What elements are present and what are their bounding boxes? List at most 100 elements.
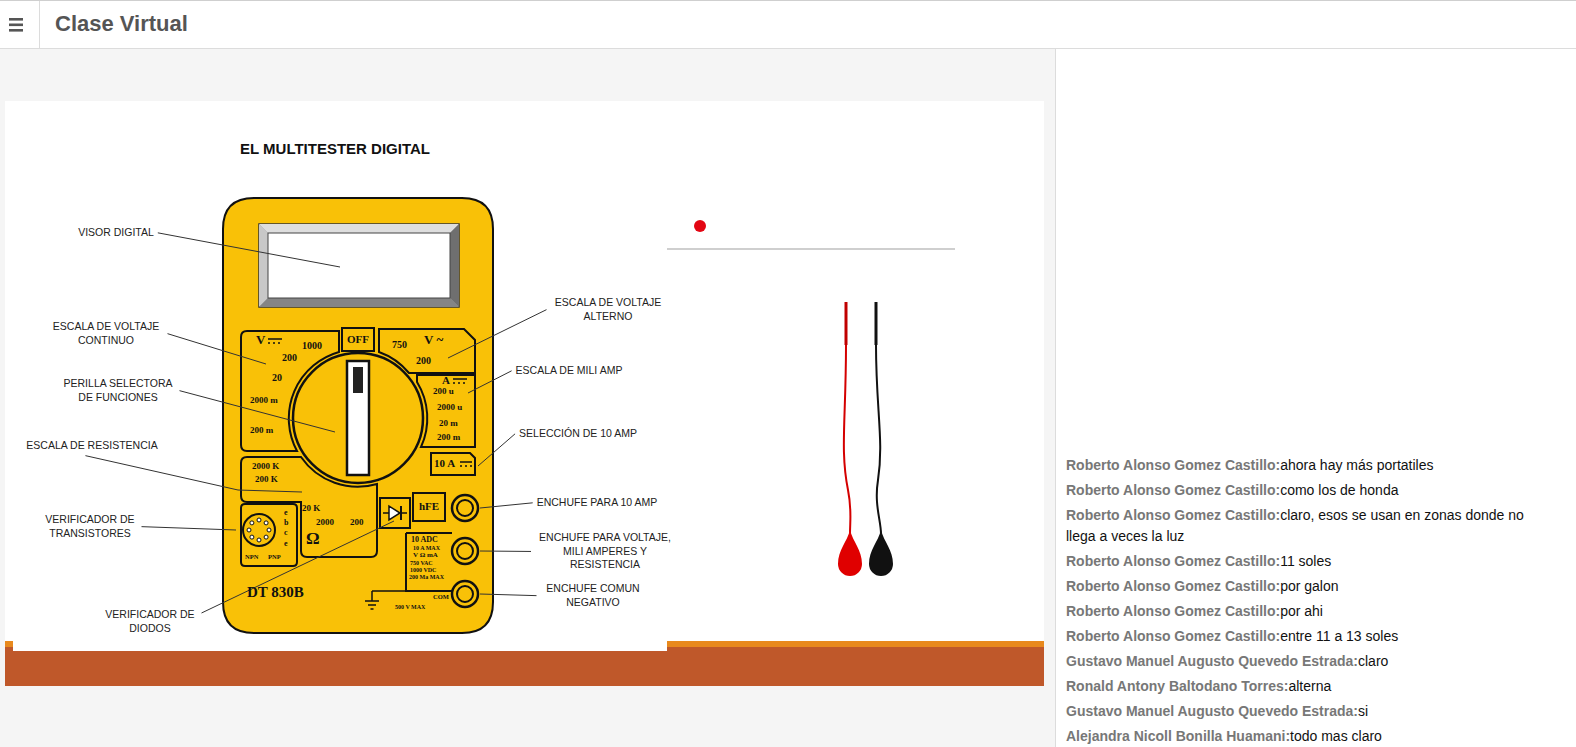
chat-message: Ronald Antony Baltodano Torres:alterna [1066, 676, 1556, 697]
jack-hole [457, 543, 473, 559]
socket-hole [267, 528, 271, 532]
scale-text: e [284, 509, 288, 517]
outline-path [417, 375, 475, 447]
scale-text: 2000 m [250, 396, 278, 405]
outline-path [342, 328, 374, 351]
slide-band [5, 647, 1044, 686]
node-decoration [268, 339, 282, 343]
leader-line [202, 521, 395, 613]
dc-symbol [268, 339, 282, 343]
leader-line [468, 371, 512, 393]
diode-symbol [389, 506, 400, 520]
chat-message: Gustavo Manuel Augusto Quevedo Estrada:s… [1066, 701, 1556, 722]
socket-hole [247, 528, 251, 532]
chat-message: Gustavo Manuel Augusto Quevedo Estrada:c… [1066, 651, 1556, 672]
dc-symbol [453, 379, 467, 383]
chat-author: Roberto Alonso Gomez Castillo: [1066, 482, 1280, 498]
callout-label: ENCHUFE PARA 10 AMP [537, 496, 658, 510]
scale-text: 750 [392, 340, 407, 350]
chat-message: Roberto Alonso Gomez Castillo:entre 11 a… [1066, 626, 1556, 647]
callout-label: PERILLA SELECTORA DE FUNCIONES [61, 377, 176, 404]
chat-author: Roberto Alonso Gomez Castillo: [1066, 603, 1280, 619]
leader-line [168, 334, 267, 364]
jack-vma [452, 538, 478, 564]
callout-label: VERIFICADOR DE TRANSISTORES [43, 513, 138, 540]
menu-bar [9, 18, 23, 21]
chat-message: Roberto Alonso Gomez Castillo:11 soles [1066, 551, 1556, 572]
callout-label: ESCALA DE MILI AMP [516, 364, 623, 378]
node-decoration [460, 462, 472, 466]
header-separator [39, 1, 40, 48]
dial-mark [353, 367, 363, 393]
slide-title: EL MULTITESTER DIGITAL [240, 141, 430, 156]
scale-text: 20 [272, 373, 282, 383]
scale-text: DT 830B [247, 585, 304, 600]
chat-text: por ahi [1280, 603, 1323, 619]
scale-text: 20 m [439, 419, 458, 428]
slide-image-ground [13, 101, 667, 651]
black-lead-wire [876, 345, 881, 534]
chat-author: Gustavo Manuel Augusto Quevedo Estrada: [1066, 703, 1358, 719]
chat-author: Roberto Alonso Gomez Castillo: [1066, 457, 1280, 473]
chat-text: ahora hay más portatiles [1280, 457, 1433, 473]
outline-path [241, 457, 377, 557]
leader-line [142, 527, 237, 530]
ac-voltage-scale: 750 V ~ 200 [378, 328, 476, 374]
chat-text: claro [1358, 653, 1388, 669]
jack-hole [457, 586, 473, 602]
scale-text: 10 A MAX [413, 545, 440, 551]
chat-text: si [1358, 703, 1368, 719]
outline-path [413, 493, 445, 521]
node-decoration [453, 379, 467, 383]
display-bevel [259, 224, 459, 233]
red-lead-wire [844, 345, 851, 534]
black-probe-tip [875, 302, 878, 345]
diode-box [380, 498, 410, 528]
socket-hole [257, 538, 261, 542]
menu-bar [9, 24, 23, 27]
outline-path [379, 329, 475, 373]
scale-text: 2000 [316, 518, 334, 527]
socket-hole [264, 521, 268, 525]
dc-voltage-scale: V1000200202000 m200 m [240, 330, 340, 452]
scale-text: V ~ [424, 333, 443, 346]
callout-label: VERIFICADOR DE DIODOS [103, 608, 198, 635]
outline-path [241, 331, 339, 451]
menu-bar [9, 29, 23, 32]
callout-label: ENCHUFE COMUN NEGATIVO [541, 582, 646, 609]
scale-text: e [284, 540, 288, 548]
leader-line [158, 233, 340, 267]
leader-line [180, 391, 336, 432]
jack-panel: 10 ADC10 A MAXV Ω mA750 VAC1000 VDC200 M… [405, 531, 453, 611]
leader-line [480, 503, 533, 508]
node-outline [222, 197, 494, 634]
jack-10a [452, 495, 478, 521]
header-bar [0, 0, 1576, 49]
scale-text: OFF [341, 334, 375, 345]
chat-author: Alejandra Nicoll Bonilla Huamani: [1066, 728, 1290, 744]
scale-text: 200 [350, 518, 364, 527]
slide-ground [5, 101, 1044, 686]
display-screen [268, 233, 450, 298]
display-bevel [450, 224, 459, 307]
menu-icon [0, 0, 39, 48]
scale-text: V Ω mA [413, 552, 438, 559]
red-probe-tip [845, 302, 848, 345]
chat-message: Roberto Alonso Gomez Castillo:como los d… [1066, 480, 1556, 501]
outline-path [406, 533, 452, 591]
display-bevel [259, 298, 459, 307]
hfe-position: hFE [412, 492, 446, 522]
chat-text: todo mas claro [1290, 728, 1382, 744]
leader-line [480, 594, 537, 596]
scale-text: 10 ADC [411, 536, 438, 544]
callout-label: ESCALA DE RESISTENCIA [26, 439, 157, 453]
scale-text: 200 u [433, 387, 454, 396]
leader-line [480, 551, 531, 552]
socket-hole [250, 521, 254, 525]
scale-text: 200 [416, 356, 431, 366]
outline-path [431, 453, 475, 475]
callout-label: ESCALA DE VOLTAJE CONTINUO [49, 320, 164, 347]
scale-text: 20 K [302, 504, 320, 513]
scale-text: 200 Ma MAX [409, 574, 444, 580]
scale-text: 2000 K [252, 462, 279, 471]
